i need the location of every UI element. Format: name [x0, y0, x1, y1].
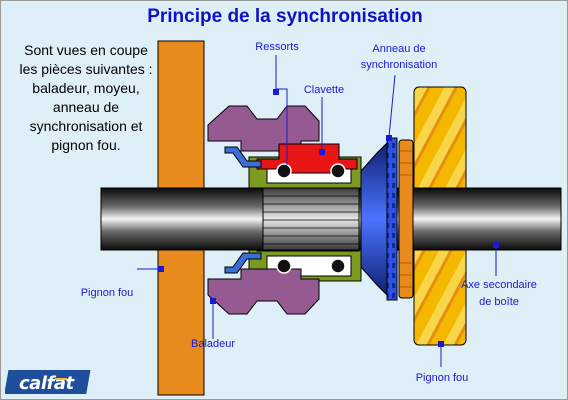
calfat-logo: calfat — [5, 370, 91, 394]
leader-markers — [158, 89, 499, 347]
svg-text:calfat: calfat — [19, 373, 75, 394]
spring-bottom-right — [330, 258, 346, 274]
hub-spline-overlay — [262, 187, 360, 251]
page-title: Principe de la synchronisation — [147, 6, 423, 27]
label-pignon-fou-right: Pignon fou — [415, 372, 469, 384]
leader-lines — [137, 55, 497, 367]
intro-text: Sont vues en coupe les pièces suivantes … — [19, 42, 153, 153]
gear-dog-ring — [398, 139, 414, 299]
label-anneau-line2: synchronisation — [360, 59, 438, 71]
label-anneau-line1: Anneau de — [372, 43, 426, 55]
gear-dog-ring-teeth — [400, 150, 412, 288]
spring-bottom-left — [276, 258, 292, 274]
sliding-sleeve-top — [207, 105, 320, 152]
sliding-sleeve-bottom — [207, 268, 320, 315]
label-clavette: Clavette — [303, 84, 345, 96]
hub-spline-overlay-teeth — [263, 195, 359, 245]
label-pignon-fou-left: Pignon fou — [80, 287, 134, 299]
spring-top-right — [330, 163, 346, 179]
dog-clutch-bottom — [224, 252, 262, 274]
synchro-ring-cone — [360, 139, 390, 299]
spring-top-left — [276, 163, 292, 179]
label-ressorts: Ressorts — [255, 41, 299, 53]
label-axe-line1: Axe secondaire — [461, 279, 537, 291]
dog-clutch-top — [224, 146, 262, 168]
label-axe-line2: de boîte — [479, 296, 519, 308]
synchro-ring-teeth — [386, 137, 398, 301]
label-baladeur: Baladeur — [191, 338, 236, 350]
